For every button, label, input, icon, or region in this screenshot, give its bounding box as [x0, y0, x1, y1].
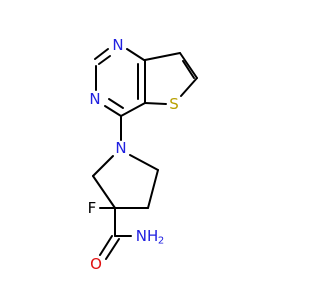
atom-s-thiophene: S: [169, 95, 179, 113]
bond-c4-c4a: [120, 102, 146, 117]
bond-s-c4a: [144, 102, 167, 105]
bond-c3-ch2-left: [92, 175, 116, 209]
atom-f: F: [88, 199, 97, 217]
atom-o-carbonyl: O: [90, 255, 102, 273]
bond-c7-c6: [179, 52, 198, 79]
bond-n-top-c2-double: [98, 55, 111, 65]
atom-n-pyrimidine-top: N: [112, 36, 123, 54]
bond-carbonyl-o: [99, 235, 113, 256]
bond-c7-c6-double: [182, 60, 195, 79]
atom-n-amide: NH: [136, 227, 159, 245]
bond-n-left-c4-double: [108, 98, 124, 109]
bond-n-ch2-left: [92, 155, 114, 177]
bond-n-ch2-right: [129, 154, 159, 171]
bond-c7a-c7: [144, 52, 181, 61]
bond-n-top-c2: [94, 48, 109, 60]
bond-n-left-c4: [104, 105, 122, 117]
atom-n-pyrrolidine: N: [115, 139, 126, 157]
bond-lines: [92, 48, 198, 260]
bond-ch2-right-ch2-bottom: [147, 169, 159, 209]
atom-n-pyrimidine-left: N: [89, 90, 100, 108]
bond-carbonyl-o-double: [105, 238, 120, 260]
atom-n-amide-subscript: 2: [158, 236, 164, 247]
molecule-structure-diagram: N N S N F NH 2 O: [88, 36, 198, 273]
bond-c4a-n-top: [126, 48, 145, 61]
bond-c6-s: [180, 77, 198, 97]
atom-labels: N N S N F NH 2 O: [88, 36, 179, 273]
